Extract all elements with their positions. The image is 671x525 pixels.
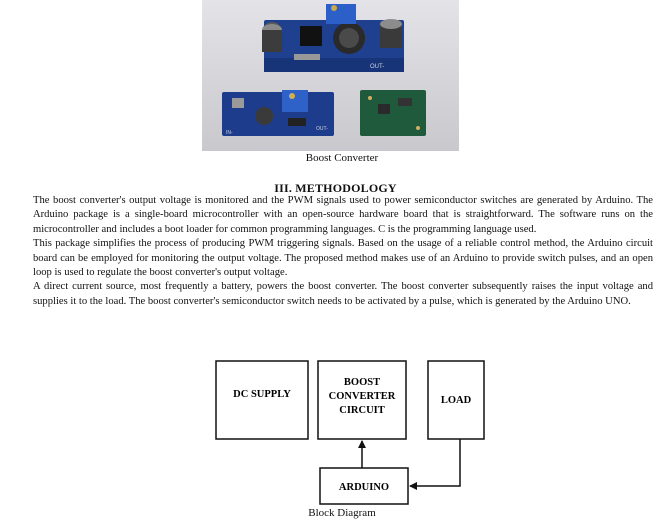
boost-converter-block — [317, 360, 407, 440]
out-label-small: OUT- — [316, 126, 328, 132]
large-boost-module: OUT- — [262, 4, 404, 72]
load-to-arduino-arrow — [409, 439, 461, 490]
boost-label-line1: BOOST — [344, 377, 380, 388]
dc-supply-block — [215, 360, 309, 440]
boost-label-line3: CIRCUIT — [339, 405, 385, 416]
dc-supply-label: DC SUPPLY — [233, 389, 291, 400]
out-label-top: OUT- — [370, 64, 384, 70]
arduino-label: ARDUINO — [339, 482, 389, 493]
boost-converter-photo-illustration: OUT- OUT- IN- — [202, 0, 459, 151]
arduino-block — [319, 467, 409, 505]
paragraph-3: A direct current source, most frequently… — [33, 281, 653, 307]
block-diagram-svg: DC SUPPLY BOOST CONVERTER CIRCUIT LOAD A… — [215, 360, 485, 505]
paragraph-1: The boost converter's output voltage is … — [33, 195, 653, 235]
boost-converter-photo: OUT- OUT- IN- — [202, 0, 459, 151]
boost-label-line2: CONVERTER — [329, 391, 396, 402]
mini-boost-module — [360, 90, 426, 136]
figure-1-caption: Boost Converter — [305, 152, 379, 164]
section-body: The boost converter's output voltage is … — [33, 194, 653, 309]
in-label-small: IN- — [226, 130, 233, 136]
block-diagram: DC SUPPLY BOOST CONVERTER CIRCUIT LOAD A… — [210, 355, 490, 513]
paragraph-2: This package simplifies the process of p… — [33, 238, 653, 279]
small-boost-module: OUT- IN- — [222, 90, 334, 136]
figure-2-caption: Block Diagram — [308, 507, 376, 519]
load-label: LOAD — [441, 395, 472, 406]
section-heading: III. METHODOLOGY — [274, 181, 397, 195]
load-block — [427, 360, 485, 440]
